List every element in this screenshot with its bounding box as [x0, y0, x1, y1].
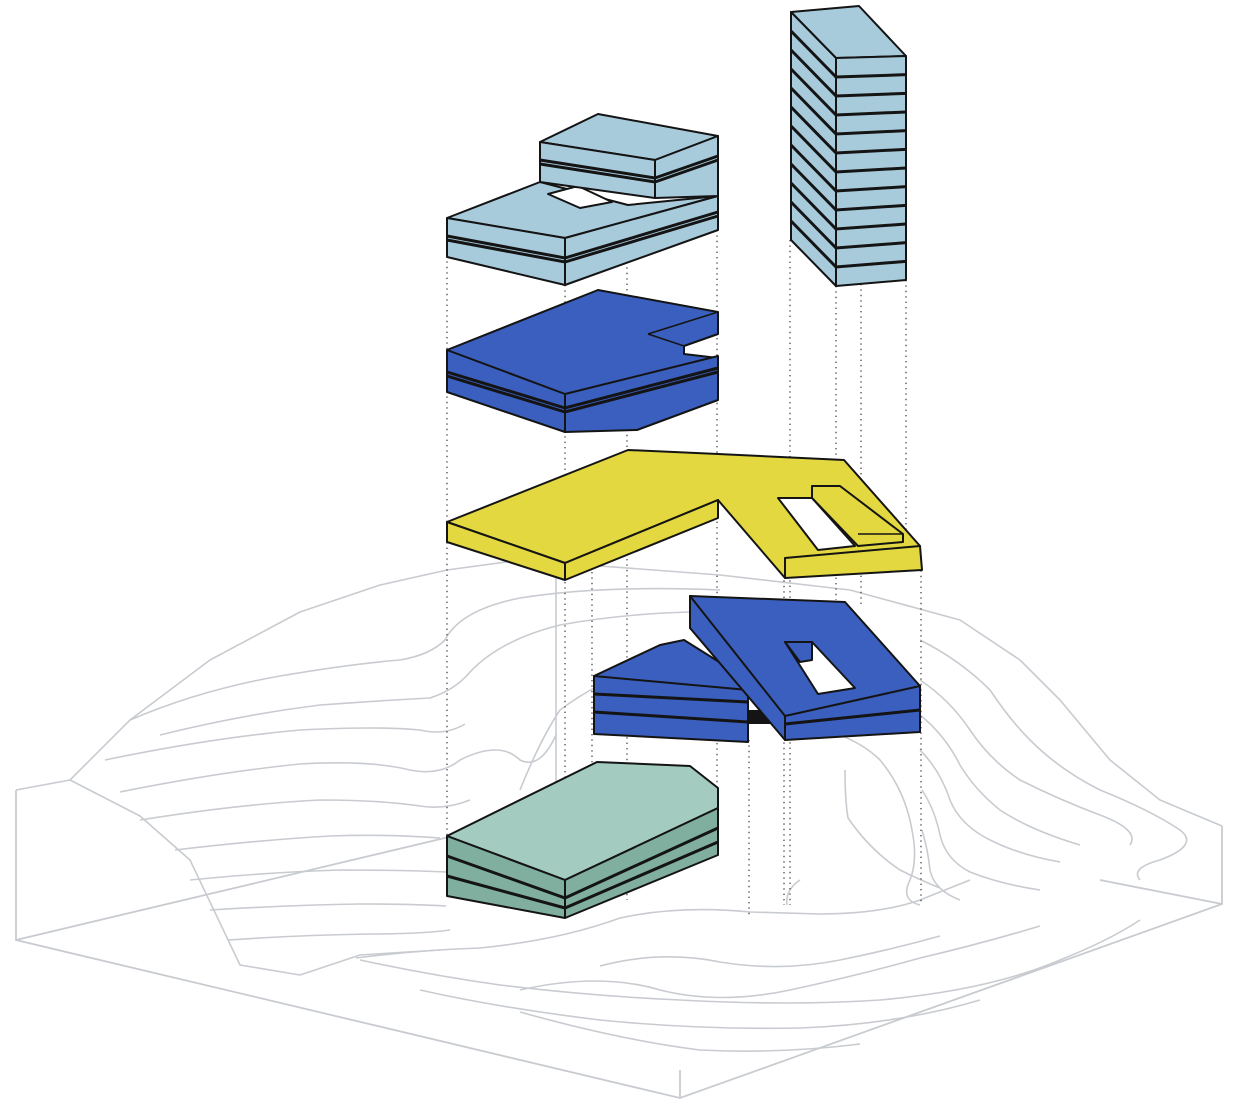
- terrain-contour: [779, 719, 921, 906]
- lower-blue-floor-line: [784, 708, 921, 726]
- tower-floor-line: [789, 124, 907, 174]
- upper-blue-step: [647, 311, 719, 347]
- terrain-contour: [919, 639, 1188, 881]
- lower-dark-blue-block: [593, 595, 921, 743]
- terrain-contour: [419, 989, 981, 1030]
- upper-dark-blue-block: [446, 289, 719, 433]
- light-blue-void: [547, 185, 613, 209]
- green-base-block: [446, 761, 719, 919]
- slab-opening: [777, 497, 856, 551]
- light-blue-floor-line: [539, 154, 719, 180]
- upper-blue-side: [564, 355, 719, 433]
- tower-floor-line: [789, 29, 907, 79]
- terrain-contour: [159, 611, 691, 736]
- terrain-contour: [209, 903, 447, 911]
- tower-floor-line: [789, 105, 907, 155]
- terrain-contour: [919, 749, 1061, 863]
- terrain-site-model: [15, 559, 1223, 1099]
- terrain-contour: [919, 679, 1133, 846]
- terrain-contour: [69, 779, 441, 976]
- tower-floor-line: [789, 219, 907, 269]
- light-blue-floor-line: [446, 210, 719, 260]
- light-blue-floor-line: [446, 214, 719, 264]
- terrain-contour: [129, 587, 721, 721]
- tower-floor-line: [789, 143, 907, 193]
- tower-floor-line: [789, 200, 907, 250]
- terrain-contour: [844, 769, 941, 889]
- upper-blue-floor-line: [446, 370, 719, 414]
- lower-blue-floor-line: [593, 692, 749, 704]
- tower-floor-line: [789, 67, 907, 117]
- terrain-contour: [519, 1011, 861, 1052]
- terrain-contour: [599, 935, 941, 968]
- terrain-contour: [139, 799, 471, 821]
- slab-edge-front: [564, 499, 719, 581]
- right-block-side: [689, 595, 786, 741]
- slab-raised-volume: [811, 485, 904, 547]
- yellow-podium-slab: [446, 449, 923, 581]
- terrain-contour: [355, 879, 971, 959]
- terrain-frame: [15, 790, 1223, 1099]
- terrain-contour: [359, 919, 1141, 1004]
- slab-edge-right: [784, 545, 923, 579]
- terrain-contour: [189, 869, 447, 881]
- upper-light-blue-block: [446, 113, 719, 286]
- tower-floor-line: [789, 86, 907, 136]
- courtyard-inner-wall: [784, 641, 813, 663]
- left-wedge-front: [593, 675, 749, 743]
- green-floor-line: [446, 826, 719, 900]
- terrain-contour: [119, 734, 557, 793]
- terrain-contour: [919, 714, 1081, 846]
- green-floor-line: [446, 840, 719, 910]
- tower-floor-line: [789, 162, 907, 212]
- tower-floor-line: [789, 48, 907, 98]
- light-blue-floor-line: [539, 158, 719, 184]
- terrain-contour: [174, 834, 441, 851]
- terrain-contour: [921, 789, 1041, 891]
- terrain-contour: [519, 925, 1041, 999]
- upper-blue-floor-line: [446, 366, 719, 410]
- terrain-contour: [227, 929, 451, 941]
- tower-floor-line: [789, 181, 907, 231]
- terrain-contour: [921, 829, 961, 901]
- terrain-contour: [104, 723, 466, 761]
- lower-blue-floor-line: [593, 710, 749, 724]
- tower-light-blue: [789, 5, 907, 287]
